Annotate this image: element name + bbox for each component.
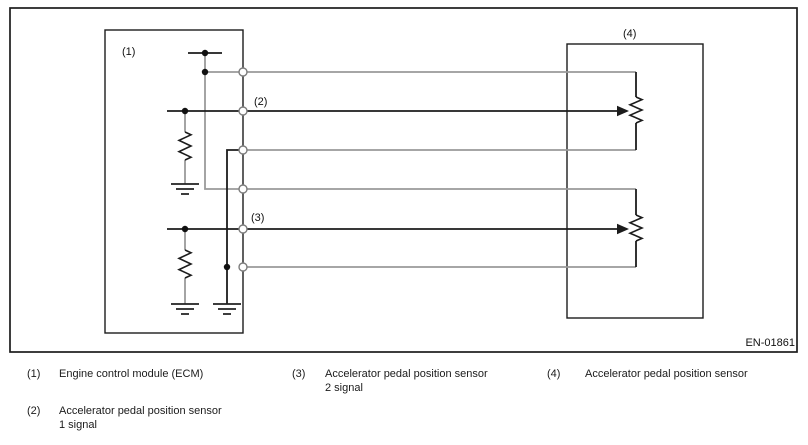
sensor2-potentiometer-resistor <box>627 214 645 242</box>
callout-sensor: (4) <box>623 28 636 40</box>
legend-item-2-text: Accelerator pedal position sensor 1 sign… <box>59 405 222 431</box>
sensor1-potentiometer-resistor <box>627 96 645 124</box>
junction-dot-signal2 <box>181 225 189 233</box>
sensor2-wiper-arrowhead <box>617 223 629 235</box>
ground-symbol-3 <box>213 303 241 315</box>
junction-dot-power <box>201 49 209 57</box>
connector-pin-2 <box>238 106 248 116</box>
connector-pin-5 <box>238 224 248 234</box>
ecm-pulldown-resistor-2 <box>177 249 193 279</box>
figure-id: EN-01861 <box>745 337 795 349</box>
junction-dot-return <box>223 263 231 271</box>
sensor1-wiper-arrowhead <box>617 105 629 117</box>
ground-symbol-1 <box>171 183 199 195</box>
junction-dot-signal1 <box>181 107 189 115</box>
legend-item-3-text: Accelerator pedal position sensor 2 sign… <box>325 368 488 394</box>
diagram-frame <box>9 7 798 353</box>
legend-item-1-text: Engine control module (ECM) <box>59 368 204 380</box>
wire-ground-return <box>226 149 243 304</box>
ecm-pulldown-resistor-1 <box>177 131 193 161</box>
callout-ecm: (1) <box>122 46 135 58</box>
connector-pin-6 <box>238 262 248 272</box>
ground-symbol-2 <box>171 303 199 315</box>
connector-pin-1 <box>238 67 248 77</box>
ecm-box <box>104 29 244 334</box>
legend-item-4-text: Accelerator pedal position sensor <box>585 368 748 380</box>
legend-item-1-number: (1) <box>27 368 41 380</box>
callout-signal-2: (3) <box>251 212 264 224</box>
sensor-box <box>566 43 704 319</box>
legend-item-4-number: (4) <box>547 368 561 380</box>
junction-dot-supply1 <box>201 68 209 76</box>
legend-item-3-number: (3) <box>292 368 306 380</box>
wire-sensor2-supply <box>204 53 636 190</box>
wiring-diagram-canvas: (1) (2) (3) (4) EN-01861 <box>9 7 798 353</box>
connector-pin-4 <box>238 184 248 194</box>
connector-pin-3 <box>238 145 248 155</box>
callout-signal-1: (2) <box>254 96 267 108</box>
legend-item-2-number: (2) <box>27 405 41 417</box>
